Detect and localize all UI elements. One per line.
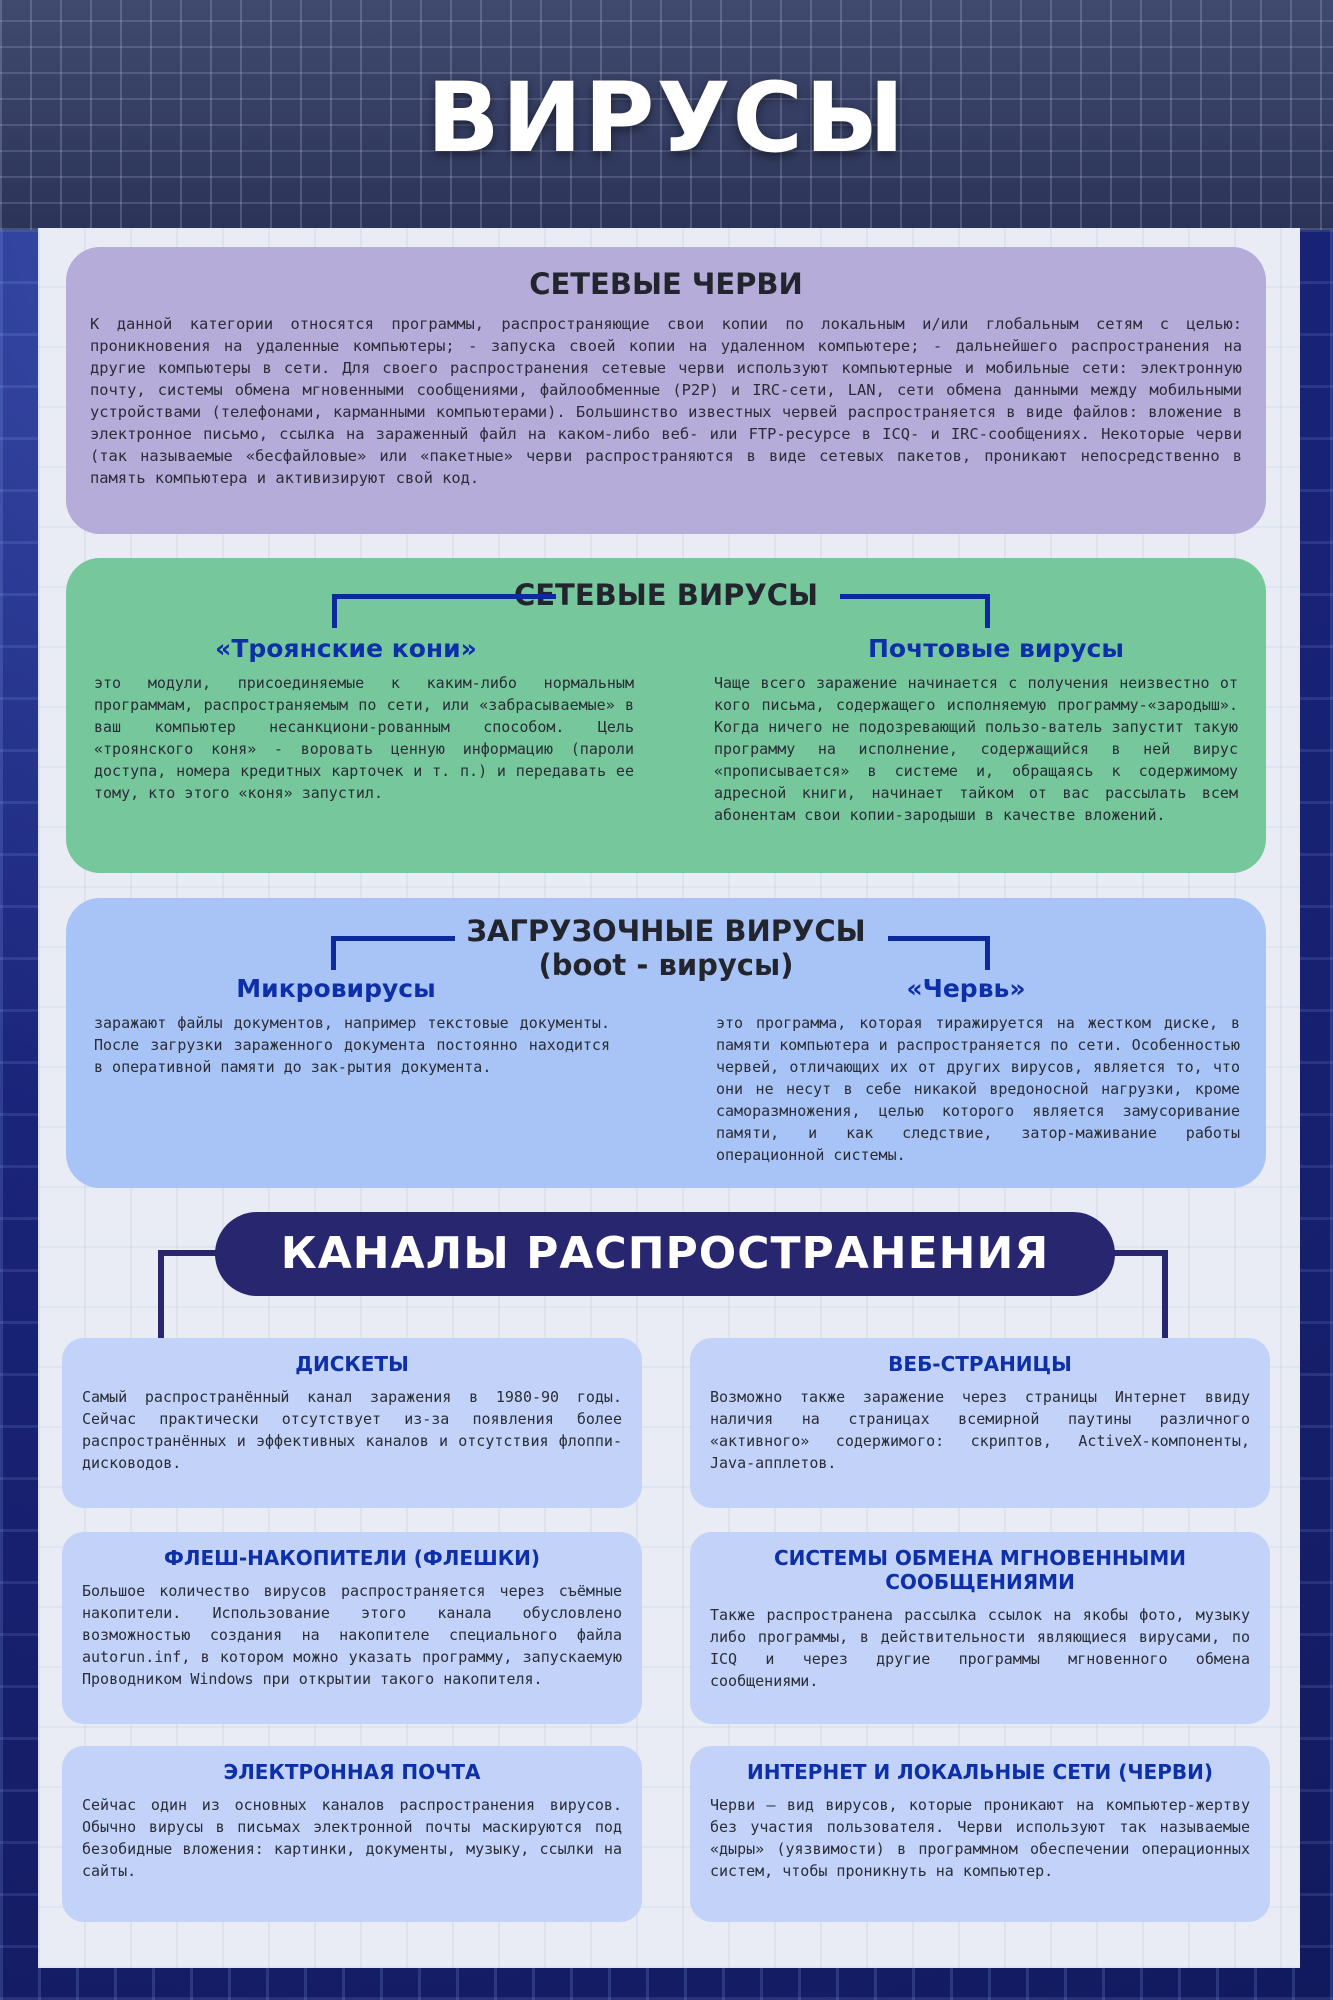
- channel-card-title: ВЕБ-СТРАНИЦЫ: [888, 1352, 1072, 1376]
- macroviruses-title: Микровирусы: [236, 974, 436, 1003]
- mail-viruses-column: Чаще всего заражение начинается с получе…: [714, 672, 1238, 826]
- trojans-column: это модули, присоединяемые к каким-либо …: [94, 672, 634, 804]
- channel-card-text: Сейчас один из основных каналов распрост…: [82, 1796, 622, 1880]
- channels-line-right-v: [1162, 1250, 1168, 1340]
- channel-card-messengers: СИСТЕМЫ ОБМЕНА МГНОВЕННЫМИ СООБЩЕНИЯМИ Т…: [690, 1532, 1270, 1724]
- network-viruses-panel: СЕТЕВЫЕ ВИРУСЫ «Троянские кони» это моду…: [66, 558, 1266, 873]
- channel-card-networks: ИНТЕРНЕТ И ЛОКАЛЬНЫЕ СЕТИ (ЧЕРВИ) Черви …: [690, 1746, 1270, 1922]
- network-worms-text: К данной категории относятся программы, …: [90, 315, 1242, 487]
- macroviruses-column: заражают файлы документов, например текс…: [94, 1012, 610, 1078]
- worm-title: «Червь»: [906, 974, 1026, 1003]
- macroviruses-text: заражают файлы документов, например текс…: [94, 1014, 610, 1076]
- network-worms-panel: СЕТЕВЫЕ ЧЕРВИ К данной категории относят…: [66, 247, 1266, 534]
- channel-card-title: ЭЛЕКТРОННАЯ ПОЧТА: [223, 1760, 481, 1784]
- boot-viruses-subheading: (boot - вирусы): [538, 948, 794, 982]
- channel-card-title: СИСТЕМЫ ОБМЕНА МГНОВЕННЫМИ СООБЩЕНИЯМИ: [773, 1546, 1187, 1594]
- trojans-title: «Троянские кони»: [215, 634, 477, 663]
- channel-card-text: Черви — вид вирусов, которые проникают н…: [710, 1796, 1250, 1880]
- channel-card-title: ИНТЕРНЕТ И ЛОКАЛЬНЫЕ СЕТИ (ЧЕРВИ): [747, 1760, 1213, 1784]
- channel-card-text: Также распространена рассылка ссылок на …: [710, 1606, 1250, 1690]
- channel-card-title: ФЛЕШ-НАКОПИТЕЛИ (ФЛЕШКИ): [164, 1546, 540, 1570]
- channel-card-text: Самый распространённый канал заражения в…: [82, 1388, 622, 1472]
- boot-bracket-right: [888, 936, 990, 970]
- header-circuit-band: [0, 0, 1333, 230]
- boot-viruses-panel: ЗАГРУЗОЧНЫЕ ВИРУСЫ (boot - вирусы) Микро…: [66, 898, 1266, 1188]
- channels-line-left-v: [158, 1250, 164, 1340]
- channel-card-text: Большое количество вирусов распространяе…: [82, 1582, 622, 1688]
- channel-card-email: ЭЛЕКТРОННАЯ ПОЧТА Сейчас один из основны…: [62, 1746, 642, 1922]
- trojans-text: это модули, присоединяемые к каким-либо …: [94, 674, 634, 802]
- worm-column: это программа, которая тиражируется на ж…: [716, 1012, 1240, 1166]
- channel-card-floppy: ДИСКЕТЫ Самый распространённый канал зар…: [62, 1338, 642, 1508]
- channel-card-title: ДИСКЕТЫ: [295, 1352, 409, 1376]
- network-viruses-heading: СЕТЕВЫЕ ВИРУСЫ: [513, 578, 819, 612]
- mail-viruses-title: Почтовые вирусы: [868, 634, 1124, 663]
- boot-bracket-left: [331, 936, 455, 970]
- heading-bracket-left: [332, 594, 556, 628]
- network-worms-heading: СЕТЕВЫЕ ЧЕРВИ: [529, 267, 803, 301]
- heading-bracket-right: [840, 594, 990, 628]
- channels-heading: КАНАЛЫ РАСПРОСТРАНЕНИЯ: [215, 1212, 1115, 1296]
- channels-line-right-h: [1100, 1250, 1168, 1256]
- channel-card-text: Возможно также заражение через страницы …: [710, 1388, 1250, 1472]
- channel-card-web: ВЕБ-СТРАНИЦЫ Возможно также заражение че…: [690, 1338, 1270, 1508]
- mail-viruses-text: Чаще всего заражение начинается с получе…: [714, 674, 1238, 824]
- channels-line-left-h: [158, 1250, 228, 1256]
- page-title: ВИРУСЫ: [426, 62, 907, 174]
- boot-viruses-heading: ЗАГРУЗОЧНЫЕ ВИРУСЫ: [466, 914, 866, 948]
- channel-card-flash: ФЛЕШ-НАКОПИТЕЛИ (ФЛЕШКИ) Большое количес…: [62, 1532, 642, 1724]
- worm-text: это программа, которая тиражируется на ж…: [716, 1014, 1240, 1164]
